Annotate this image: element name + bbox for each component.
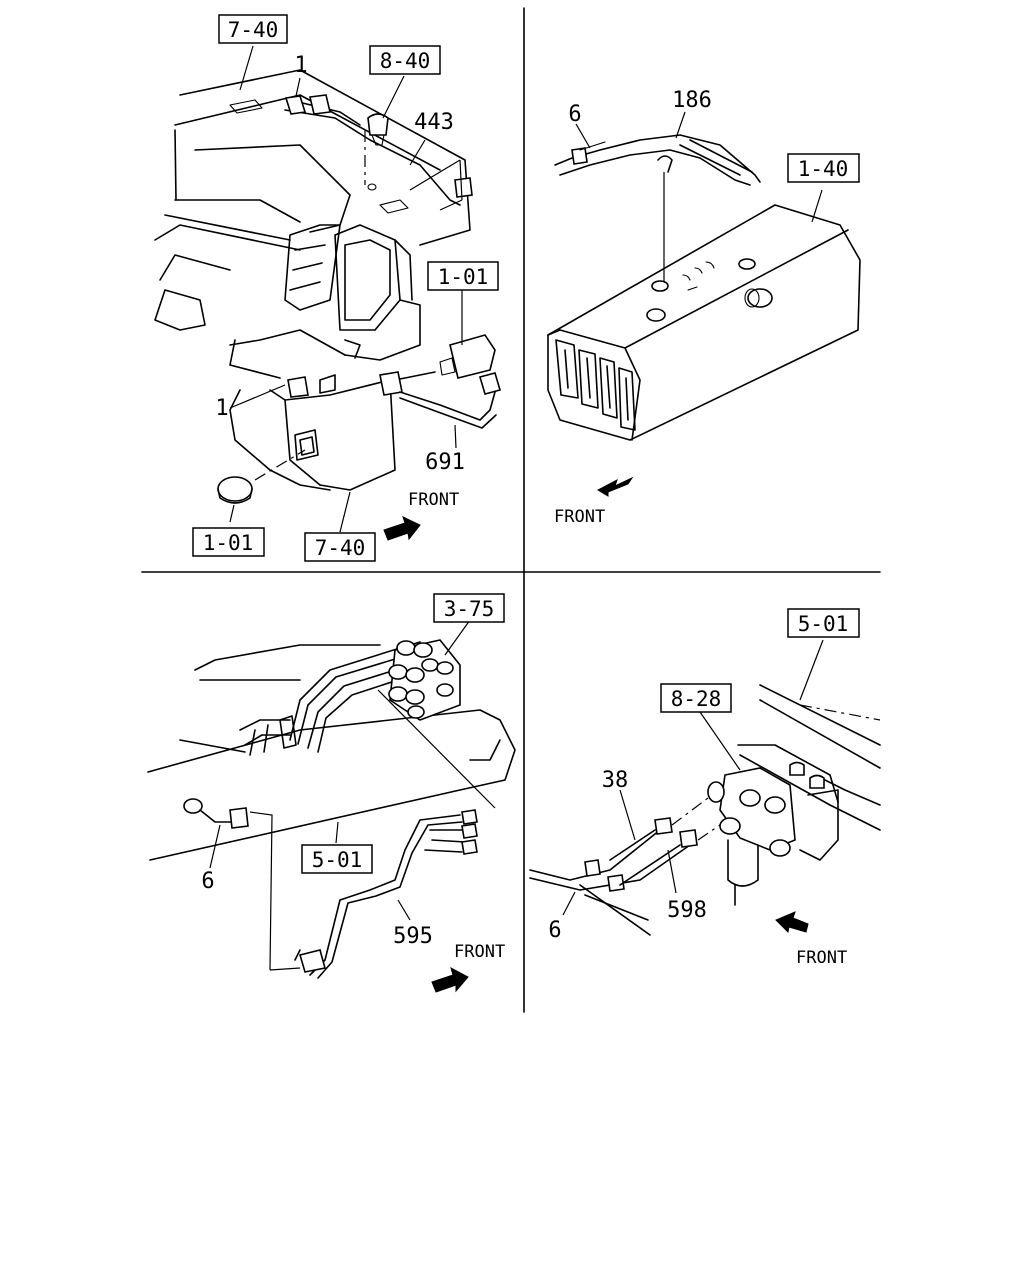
part-label-691: 691 — [425, 450, 465, 475]
svg-text:8-28: 8-28 — [671, 687, 722, 711]
front-arrow-icon — [431, 967, 469, 993]
svg-text:5-01: 5-01 — [312, 848, 363, 872]
front-arrow-icon — [383, 516, 421, 541]
part-label-6-tank: 6 — [568, 102, 581, 127]
front-direction-label: FRONT — [554, 507, 605, 527]
fuel-tank-illustration — [547, 111, 861, 497]
front-direction-label: FRONT — [408, 490, 459, 510]
dashboard-illustration — [154, 45, 501, 541]
ref-box-7-40-top: 7-40 — [218, 14, 288, 44]
front-arrow-icon — [596, 476, 634, 497]
part-label-595: 595 — [393, 924, 433, 949]
front-direction-label: FRONT — [796, 948, 847, 968]
ref-box-3-75: 3-75 — [433, 593, 505, 623]
svg-text:1-01: 1-01 — [438, 265, 489, 289]
ref-box-8-40: 8-40 — [369, 45, 441, 75]
quadrant-dividers — [141, 7, 881, 1013]
svg-text:5-01: 5-01 — [798, 612, 849, 636]
part-label-6-valve: 6 — [201, 869, 214, 894]
valve-block-illustration — [147, 619, 516, 993]
part-label-38: 38 — [602, 768, 629, 793]
part-label-443: 443 — [414, 110, 454, 135]
ref-box-5-01-left: 5-01 — [301, 844, 373, 874]
svg-text:8-40: 8-40 — [380, 49, 431, 73]
ref-box-5-01-right: 5-01 — [787, 608, 860, 638]
svg-text:7-40: 7-40 — [228, 18, 279, 42]
front-arrow-icon — [775, 911, 809, 934]
part-label-186: 186 — [672, 88, 712, 113]
part-label-598: 598 — [667, 898, 707, 923]
ref-box-8-28: 8-28 — [660, 683, 732, 713]
svg-text:1-40: 1-40 — [798, 157, 849, 181]
part-label-1-top: 1 — [294, 53, 307, 78]
filter-valve-illustration — [529, 639, 881, 936]
ref-box-1-40: 1-40 — [787, 153, 860, 183]
part-label-6-filter: 6 — [548, 918, 561, 943]
svg-text:1-01: 1-01 — [203, 531, 254, 555]
svg-text:3-75: 3-75 — [444, 597, 495, 621]
ref-box-7-40-lower: 7-40 — [304, 532, 376, 562]
part-label-1-lower: 1 — [215, 396, 228, 421]
front-direction-label: FRONT — [454, 942, 505, 962]
ref-box-1-01-right: 1-01 — [427, 261, 499, 291]
svg-text:7-40: 7-40 — [315, 536, 366, 560]
ref-box-1-01-lower: 1-01 — [192, 527, 265, 557]
